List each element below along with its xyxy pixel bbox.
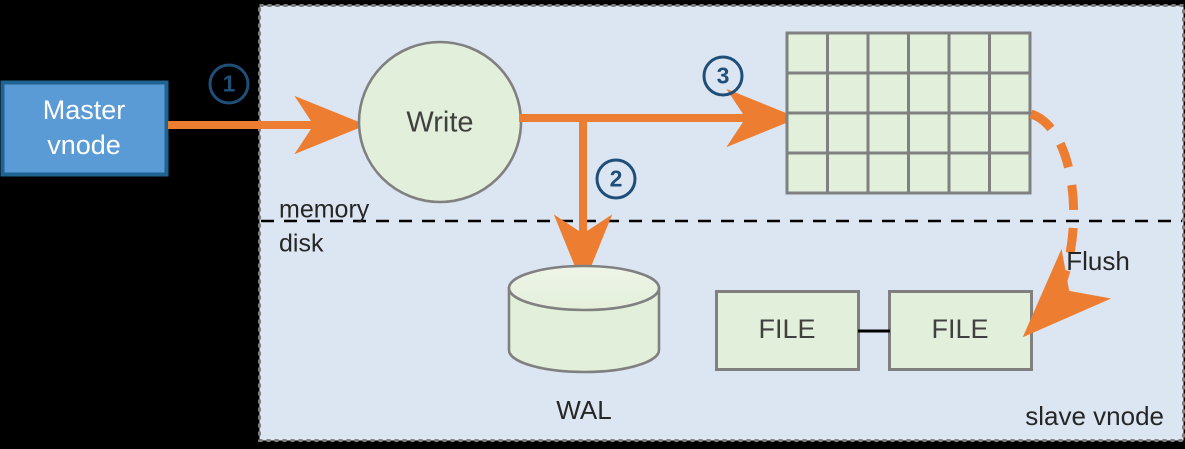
flush-arrow	[1022, 109, 1112, 338]
wal-label: WAL	[556, 395, 611, 425]
master-vnode-label-line1: Master	[43, 95, 126, 125]
file-box-1[interactable]	[715, 290, 860, 371]
file-box-2-label: FILE	[931, 314, 988, 344]
step-1-circle	[208, 63, 250, 105]
wal-cylinder-top	[507, 264, 661, 312]
wal-cylinder-body	[507, 286, 661, 374]
wal-cylinder[interactable]	[507, 264, 661, 374]
master-vnode-label-line2: vnode	[47, 130, 121, 160]
step-2-label: 2	[610, 166, 623, 192]
memtable-grid[interactable]	[785, 31, 1032, 195]
file-box-2[interactable]	[888, 290, 1033, 371]
disk-label: disk	[279, 230, 324, 258]
master-vnode-box[interactable]	[0, 80, 169, 177]
step-2-circle	[595, 158, 637, 200]
flush-label: Flush	[1066, 246, 1130, 276]
step-3-circle	[702, 55, 744, 97]
step-3-label: 3	[717, 63, 730, 89]
file-box-1-label: FILE	[758, 314, 815, 344]
slave-vnode-label: slave vnode	[1025, 401, 1164, 431]
step-1-label: 1	[223, 71, 236, 97]
memory-label: memory	[279, 196, 370, 224]
write-node-label: Write	[406, 107, 473, 139]
